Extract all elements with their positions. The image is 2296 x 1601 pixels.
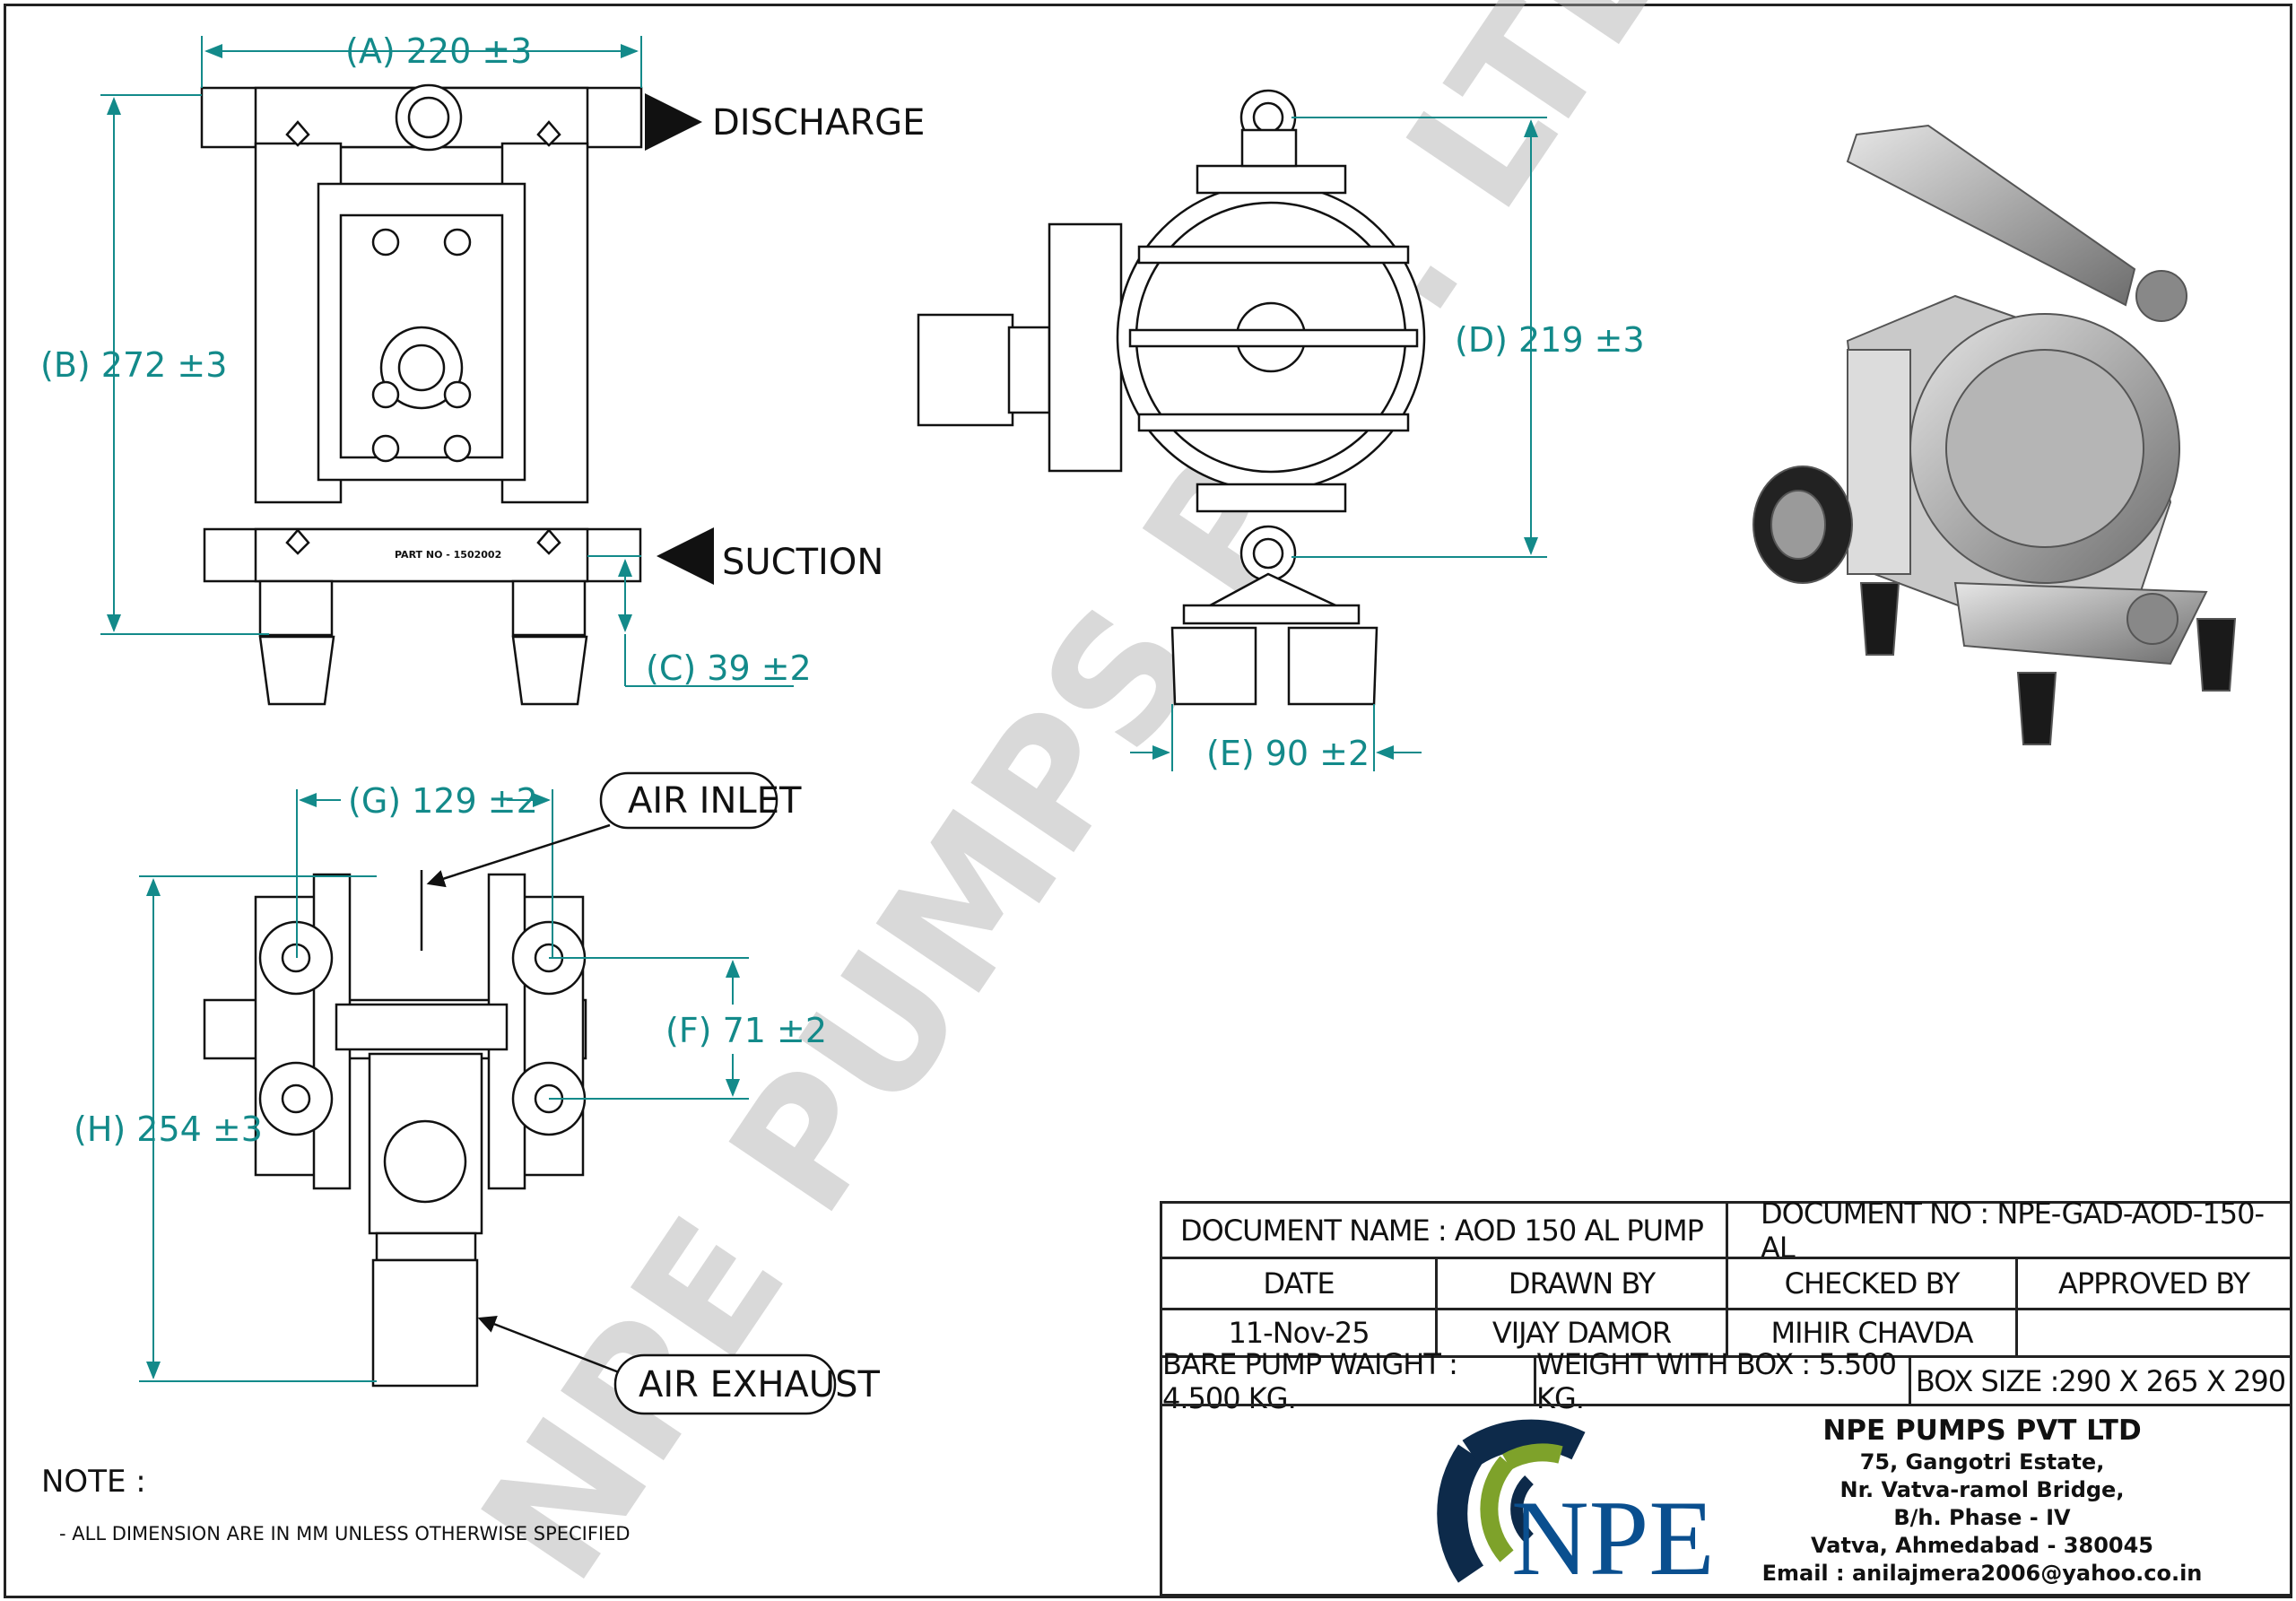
front-view-dimensions bbox=[100, 36, 794, 687]
company-address-line: B/h. Phase - IV bbox=[1893, 1505, 2071, 1530]
isometric-pump-render bbox=[1752, 124, 2237, 745]
dimension-e: (E) 90 ±2 bbox=[1206, 734, 1370, 773]
company-info: NPE PUMPS PVT LTD 75, Gangotri Estate, N… bbox=[1731, 1413, 2233, 1588]
dimension-h: (H) 254 ±3 bbox=[74, 1109, 263, 1149]
front-view bbox=[200, 83, 643, 706]
note-title: NOTE : bbox=[41, 1464, 146, 1500]
approved-by-value bbox=[2015, 1308, 2292, 1358]
air-exhaust-label: AIR EXHAUST bbox=[639, 1364, 880, 1405]
company-address-line: 75, Gangotri Estate, bbox=[1859, 1449, 2105, 1475]
dimension-g: (G) 129 ±2 bbox=[348, 781, 538, 821]
note-item: - ALL DIMENSION ARE IN MM UNLESS OTHERWI… bbox=[59, 1523, 631, 1544]
npe-logo: NPE bbox=[1437, 1419, 1715, 1597]
logo-company-cell bbox=[1160, 1404, 2292, 1597]
company-name: NPE PUMPS PVT LTD bbox=[1822, 1414, 2142, 1447]
company-address-line: Nr. Vatva-ramol Bridge, bbox=[1839, 1477, 2125, 1502]
logo-text: NPE bbox=[1511, 1478, 1715, 1597]
air-inlet-callout: AIR INLET bbox=[426, 771, 802, 888]
checked-by-header: CHECKED BY bbox=[1726, 1257, 2018, 1310]
part-number-label: PART NO - 1502002 bbox=[395, 549, 501, 561]
dimension-b: (B) 272 ±3 bbox=[40, 345, 227, 385]
suction-label: SUCTION bbox=[722, 542, 883, 583]
box-size: BOX SIZE :290 X 265 X 290 bbox=[1909, 1355, 2292, 1406]
approved-by-header: APPROVED BY bbox=[2015, 1257, 2292, 1310]
weight-with-box: WEIGHT WITH BOX : 5.500 KG. bbox=[1534, 1347, 1911, 1415]
drawn-by-header: DRAWN BY bbox=[1435, 1257, 1728, 1310]
document-number: DOCUMENT NO : NPE-GAD-AOD-150-AL bbox=[1726, 1196, 2292, 1265]
dimension-a: (A) 220 ±3 bbox=[345, 31, 532, 71]
dimension-c: (C) 39 ±2 bbox=[646, 648, 812, 688]
side-view-dimensions bbox=[1130, 117, 1547, 771]
air-inlet-label: AIR INLET bbox=[628, 780, 802, 822]
date-header: DATE bbox=[1160, 1257, 1438, 1310]
side-view bbox=[917, 89, 1426, 706]
company-email: Email : anilajmera2006@yahoo.co.in bbox=[1761, 1561, 2203, 1586]
air-exhaust-callout: AIR EXHAUST bbox=[477, 1315, 880, 1415]
bare-pump-weight: BARE PUMP WAIGHT : 4.500 KG. bbox=[1160, 1347, 1536, 1415]
discharge-label: DISCHARGE bbox=[712, 102, 925, 144]
sheet-border bbox=[4, 4, 2292, 1598]
dimension-f: (F) 71 ±2 bbox=[665, 1011, 827, 1050]
company-address-line: Vatva, Ahmedabad - 380045 bbox=[1811, 1533, 2153, 1558]
document-name: DOCUMENT NAME : AOD 150 AL PUMP bbox=[1160, 1201, 1728, 1259]
bottom-view-dimensions bbox=[139, 789, 749, 1382]
dimension-d: (D) 219 ±3 bbox=[1455, 320, 1645, 360]
